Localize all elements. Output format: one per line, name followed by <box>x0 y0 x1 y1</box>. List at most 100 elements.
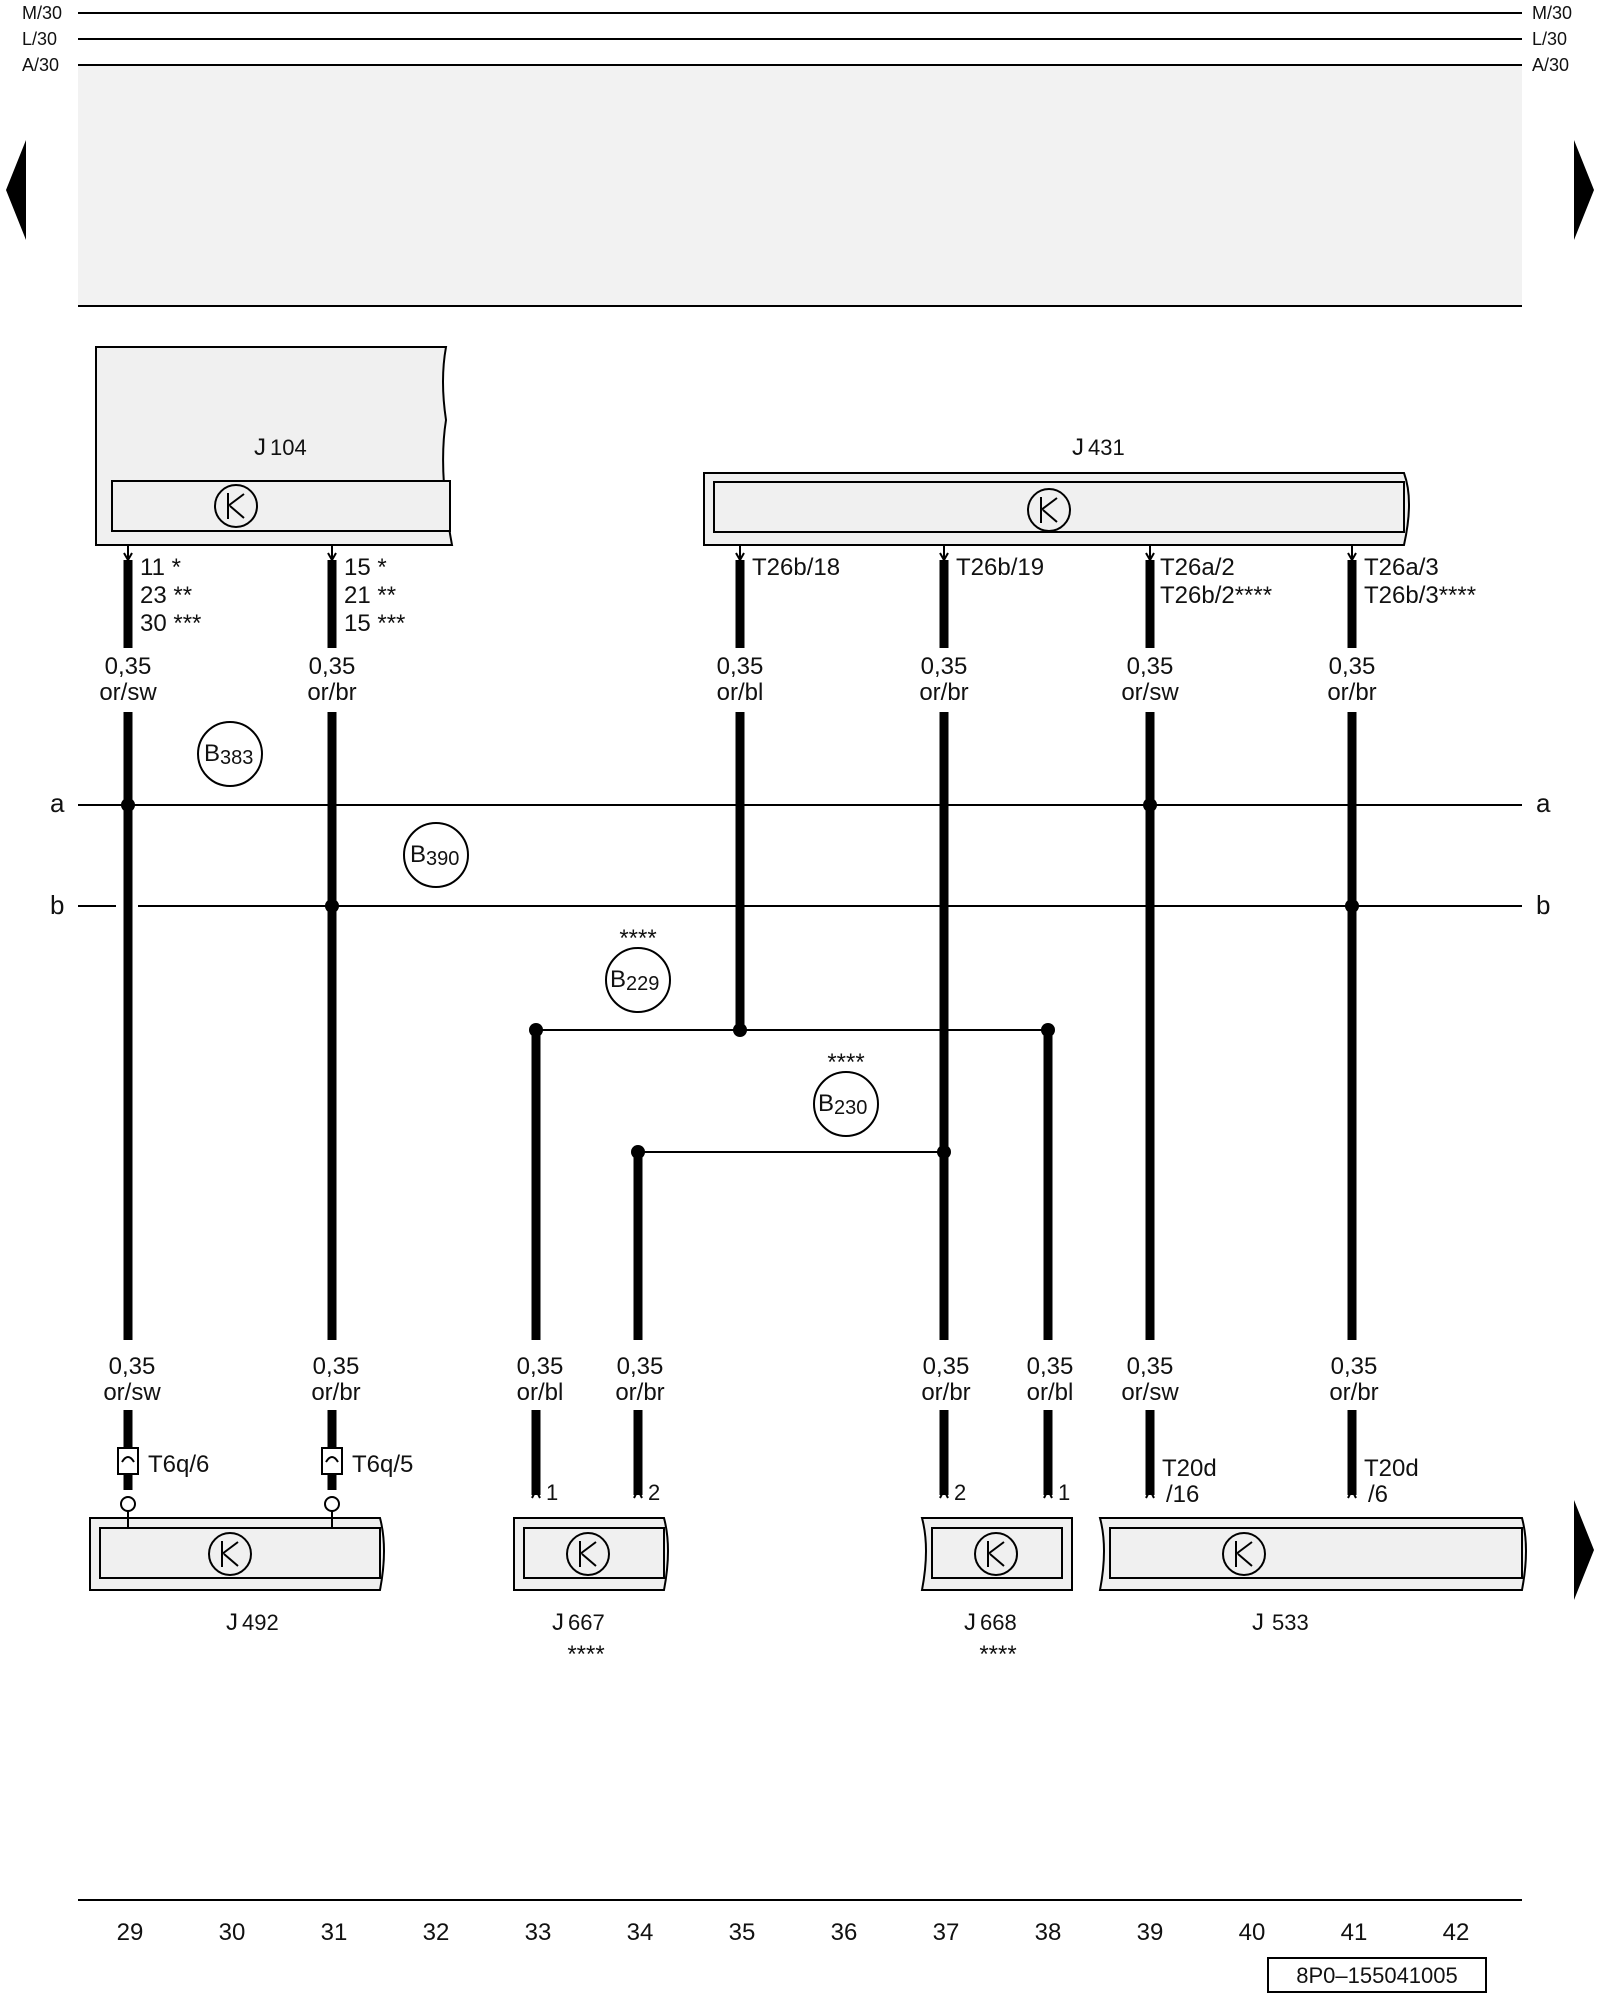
column-number: 34 <box>627 1919 654 1946</box>
wire-color: or/sw <box>99 679 157 706</box>
pin-j431-39-line1: T26a/2 <box>1160 554 1235 581</box>
wire-size: 0,35 <box>617 1353 664 1380</box>
pin-j431-41-line1: T26a/3 <box>1364 554 1439 581</box>
pin-j431-37: T26b/19 <box>956 554 1044 581</box>
j667-label-number: 667 <box>568 1610 605 1635</box>
document-id-text: 8P0–155041005 <box>1296 1963 1458 1988</box>
wire-size: 0,35 <box>1331 1353 1378 1380</box>
junction-dot <box>1041 1023 1055 1037</box>
control-unit-icon <box>208 1532 252 1576</box>
component-j667: J 667 **** <box>513 1517 669 1668</box>
wire-color: or/br <box>1327 679 1376 706</box>
j668-note: **** <box>979 1641 1016 1668</box>
junction-dot <box>937 1145 951 1159</box>
junction-dot <box>1345 899 1359 913</box>
column-ruler: 29 30 31 32 33 34 35 36 37 38 39 40 41 4… <box>78 1899 1522 1946</box>
connector-t6q5-label: T6q/5 <box>352 1451 413 1478</box>
component-j492: J 492 <box>89 1510 385 1636</box>
junction-dot <box>529 1023 543 1037</box>
j667-label-letter: J <box>552 1609 564 1636</box>
pin-j104-31-line2: 21 ** <box>344 582 396 609</box>
j104-label-letter: J <box>254 434 266 461</box>
column-number: 39 <box>1137 1919 1164 1946</box>
control-unit-icon <box>566 1532 610 1576</box>
rail-label-l30-right: L/30 <box>1532 29 1567 49</box>
junction-dot <box>325 899 339 913</box>
junctions <box>121 798 1359 1159</box>
junction-dot <box>1143 798 1157 812</box>
control-unit-icon-glyph <box>1235 1541 1253 1567</box>
control-unit-icon-glyph <box>579 1541 597 1567</box>
pin-j104-31-line3: 15 *** <box>344 610 405 637</box>
j431-module <box>713 481 1405 533</box>
j668-label-letter: J <box>964 1609 976 1636</box>
pin-labels-top: 11 * 23 ** 30 *** 15 * 21 ** 15 *** T26b… <box>123 545 1476 637</box>
pin-j104-29-line2: 23 ** <box>140 582 192 609</box>
wire-color: or/br <box>311 1379 360 1406</box>
bus-a-label-right: a <box>1536 788 1551 818</box>
connector-t6q5-icon <box>321 1447 343 1475</box>
control-unit-icon-glyph <box>227 493 245 519</box>
j533-module <box>1109 1527 1523 1579</box>
junction-dot <box>121 798 135 812</box>
rail-label-a30-right: A/30 <box>1532 55 1569 75</box>
splice-b383-number: 383 <box>220 747 253 769</box>
lower-connectors: T6q/6 T6q/5 1 2 2 1 T20d /16 T20d /6 <box>117 1447 1419 1512</box>
splice-b229-letter: B <box>610 966 626 993</box>
connector-t6q6-icon <box>117 1447 139 1475</box>
component-j668: J 668 **** <box>920 1517 1073 1668</box>
j533-label-number: 533 <box>1272 1610 1309 1635</box>
splice-markers: B 383 B 390 **** B 229 **** B 230 <box>197 721 879 1137</box>
wire-color: or/br <box>615 1379 664 1406</box>
connector-t20d6-line1: T20d <box>1364 1455 1419 1482</box>
junction-dot <box>733 1023 747 1037</box>
wires <box>123 560 1357 1495</box>
j668-label-number: 668 <box>980 1610 1017 1635</box>
connector-t20d6-line2: /6 <box>1368 1481 1388 1508</box>
splice-b390-marker <box>403 822 469 888</box>
rail-label-m30-left: M/30 <box>22 3 62 23</box>
wire-color: or/br <box>307 679 356 706</box>
splice-b229-marker <box>605 947 671 1013</box>
column-number: 30 <box>219 1919 246 1946</box>
connector-j668-pin2: 2 <box>954 1480 966 1505</box>
rail-label-m30-right: M/30 <box>1532 3 1572 23</box>
connector-t6q6-label: T6q/6 <box>148 1451 209 1478</box>
wire-size: 0,35 <box>105 653 152 680</box>
splice-b383-marker <box>197 721 263 787</box>
wire-color: or/br <box>1329 1379 1378 1406</box>
control-unit-icon-glyph <box>221 1541 239 1567</box>
control-unit-icon <box>1027 488 1071 532</box>
arrow-right-icon[interactable] <box>1574 140 1594 240</box>
splice-b230-marker <box>813 1071 879 1137</box>
wire-color: or/bl <box>717 679 764 706</box>
wire-size: 0,35 <box>1329 653 1376 680</box>
column-number: 29 <box>117 1919 144 1946</box>
rail-label-l30-left: L/30 <box>22 29 57 49</box>
splice-b229-number: 229 <box>626 973 659 995</box>
j431-label-number: 431 <box>1088 435 1125 460</box>
wire-color: or/sw <box>103 1379 161 1406</box>
rail-area <box>78 66 1522 306</box>
arrow-right-icon[interactable] <box>1574 1500 1594 1600</box>
component-j533: J 533 <box>1098 1517 1527 1636</box>
column-number: 31 <box>321 1919 348 1946</box>
wire-labels-lower: 0,35 or/sw 0,35 or/br 0,35 or/bl 0,35 or… <box>103 1353 1378 1406</box>
control-unit-icon <box>974 1532 1018 1576</box>
column-number: 38 <box>1035 1919 1062 1946</box>
splice-b390-letter: B <box>410 841 426 868</box>
wire-size: 0,35 <box>517 1353 564 1380</box>
wire-size: 0,35 <box>923 1353 970 1380</box>
wire-size: 0,35 <box>309 653 356 680</box>
splice-b230-letter: B <box>818 1090 834 1117</box>
column-number: 36 <box>831 1919 858 1946</box>
arrow-left-icon[interactable] <box>6 140 26 240</box>
pin-j431-41-line2: T26b/3**** <box>1364 582 1476 609</box>
wire-color: or/br <box>919 679 968 706</box>
wire-size: 0,35 <box>921 653 968 680</box>
control-unit-icon-glyph <box>1040 497 1058 523</box>
control-unit-icon <box>214 484 258 528</box>
document-id-box <box>1267 1957 1487 1993</box>
rail-label-a30-left: A/30 <box>22 55 59 75</box>
pin-j104-31-line1: 15 * <box>344 554 387 581</box>
